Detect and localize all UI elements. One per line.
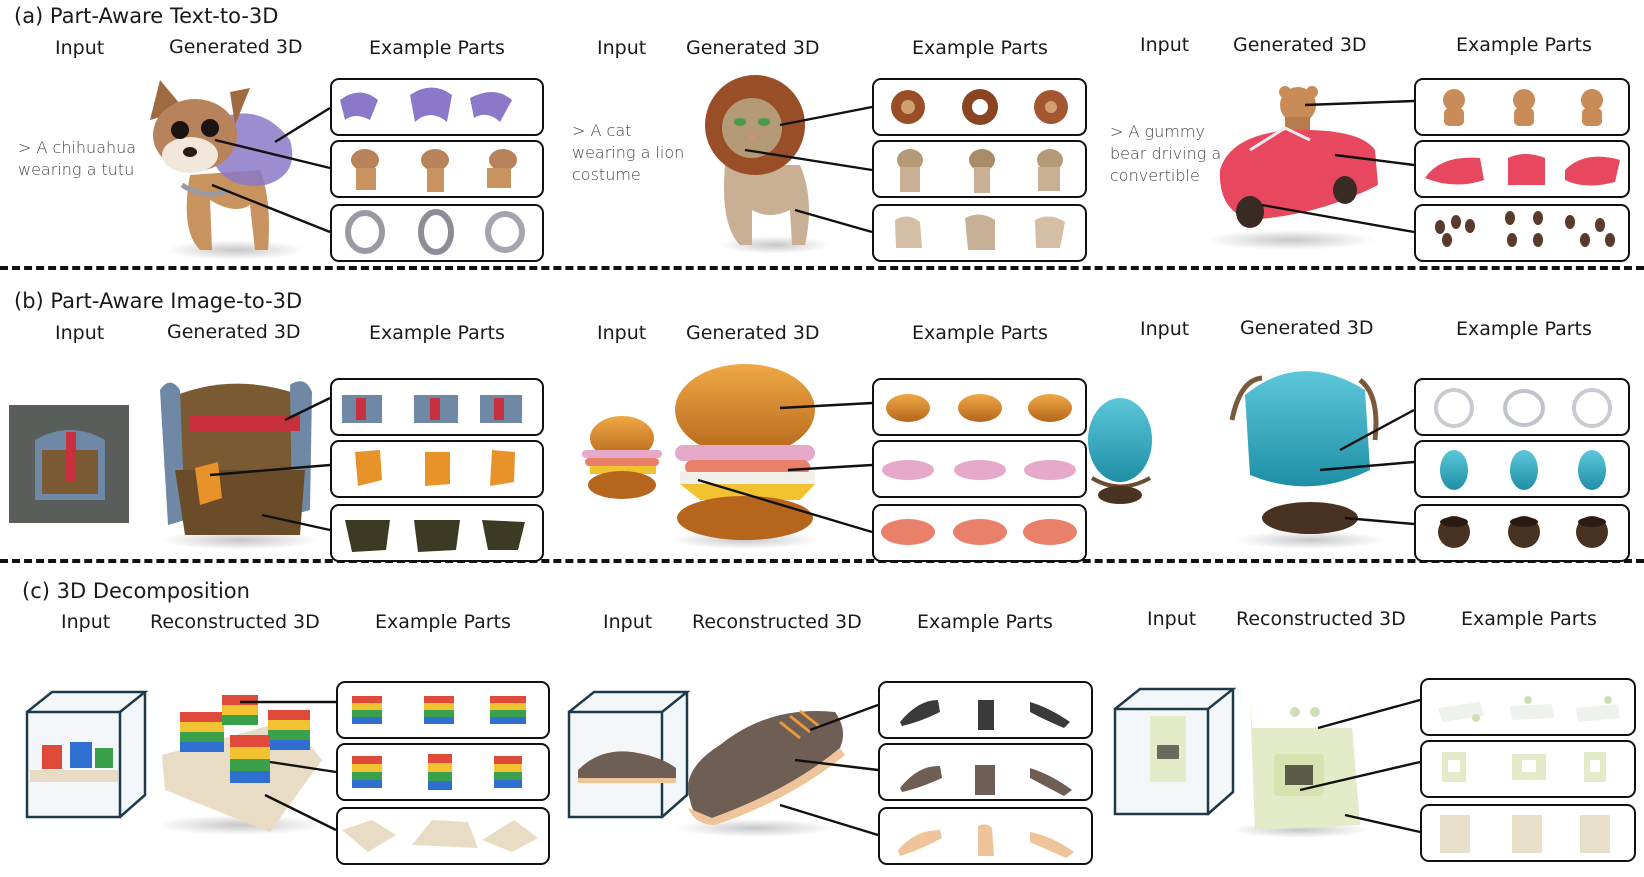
part-icons-insole: [898, 824, 1074, 858]
parts-frame-wheels: [1414, 204, 1630, 262]
header-generated: Generated 3D: [1240, 317, 1374, 339]
prompt-chihuahua: > A chihuahua wearing a tutu: [18, 138, 137, 179]
header-parts: Example Parts: [375, 611, 511, 633]
part-icons-oven-top: [1438, 696, 1620, 722]
part-icons-chest-metal: [342, 395, 522, 423]
part-icons-cat-body: [895, 214, 1065, 250]
input-chest-icon: [35, 430, 105, 500]
prompt-cat: > A cat wearing a lion costume: [572, 121, 685, 184]
header-parts: Example Parts: [1456, 318, 1592, 340]
part-icons-dog: [351, 149, 517, 192]
header-reconstructed: Reconstructed 3D: [150, 611, 320, 633]
part-icons-tutu: [340, 87, 512, 122]
header-generated: Generated 3D: [686, 322, 820, 344]
divider-bc: [0, 559, 1644, 563]
header-input: Input: [597, 37, 647, 59]
header-generated: Generated 3D: [1233, 34, 1367, 56]
header-input: Input: [61, 611, 111, 633]
part-icons-cat: [897, 149, 1063, 193]
header-parts: Example Parts: [917, 611, 1053, 633]
gummy-car-model-icon: [1205, 86, 1378, 250]
lion-cat-model-icon: [705, 75, 830, 254]
divider-ab: [0, 266, 1644, 270]
part-icons-chair-base: [1438, 516, 1608, 548]
stacking-blocks-model-icon: [155, 695, 325, 835]
part-icons-ham: [882, 460, 1076, 480]
part-icons-shoe-upper: [900, 700, 1070, 730]
prompt-gummy: > A gummy bear driving a convertible: [1110, 122, 1222, 185]
part-icons-oven-body: [1440, 815, 1610, 853]
header-input: Input: [1147, 608, 1197, 630]
part-icons-blocks: [352, 696, 526, 724]
header-reconstructed: Reconstructed 3D: [692, 611, 862, 633]
part-icons-collar: [345, 209, 525, 255]
part-icons-bun: [886, 394, 1072, 422]
header-input: Input: [55, 322, 105, 344]
part-icons-chest-box: [345, 520, 525, 552]
header-input: Input: [1140, 318, 1190, 340]
section-c-title: (c) 3D Decomposition: [22, 579, 250, 603]
header-parts: Example Parts: [369, 322, 505, 344]
input-cube-blocks: [25, 690, 149, 819]
header-parts: Example Parts: [369, 37, 505, 59]
chest-model-icon: [160, 381, 320, 550]
header-input: Input: [55, 37, 105, 59]
part-icons-oven-door: [1442, 752, 1606, 782]
header-generated: Generated 3D: [167, 321, 301, 343]
header-generated: Generated 3D: [169, 36, 303, 58]
header-input: Input: [1140, 34, 1190, 56]
header-parts: Example Parts: [1456, 34, 1592, 56]
shoe-model-icon: [675, 709, 845, 837]
header-generated: Generated 3D: [686, 37, 820, 59]
toy-oven-model-icon: [1230, 700, 1370, 838]
section-a-title: (a) Part-Aware Text-to-3D: [14, 4, 279, 28]
section-b-title: (b) Part-Aware Image-to-3D: [14, 289, 303, 313]
input-burger-icon: [582, 416, 662, 499]
header-reconstructed: Reconstructed 3D: [1236, 608, 1406, 630]
part-icons-chair-frame: [1434, 388, 1612, 428]
header-parts: Example Parts: [912, 37, 1048, 59]
chihuahua-model-icon: [150, 80, 305, 260]
header-parts: Example Parts: [912, 322, 1048, 344]
part-icons-laces: [900, 765, 1072, 796]
part-icons-board: [342, 820, 538, 852]
leader-lines: [209, 99, 1421, 837]
part-icons-wheels: [1435, 211, 1615, 247]
part-icons-blocks-2: [352, 754, 522, 790]
header-input: Input: [603, 611, 653, 633]
part-icons-gummy: [1443, 89, 1603, 126]
part-icons-lock: [355, 450, 515, 486]
input-cube-oven: [1113, 687, 1237, 816]
header-input: Input: [597, 322, 647, 344]
burger-model-icon: [670, 364, 820, 549]
input-cube-shoe: [567, 690, 691, 819]
part-icons-car: [1425, 154, 1620, 186]
header-parts: Example Parts: [1461, 608, 1597, 630]
part-icons-cushion: [1440, 450, 1606, 490]
part-icons-bacon: [881, 519, 1077, 545]
swivel-chair-model-icon: [1229, 371, 1385, 549]
input-chair-icon: [1088, 398, 1152, 504]
part-icons-mane: [891, 89, 1068, 125]
